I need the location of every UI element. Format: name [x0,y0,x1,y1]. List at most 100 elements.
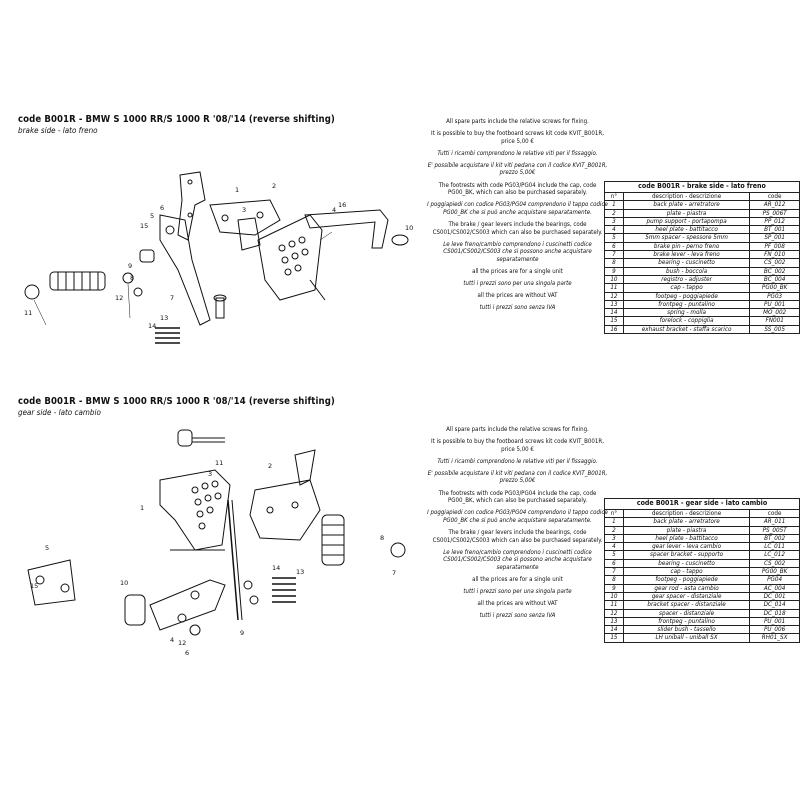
note-text: all the prices are for a single unit [472,267,563,275]
gear-parts-table: code B001R - gear side - lato cambio n° … [604,498,800,643]
part-number: 1 [604,200,624,210]
part-number: 10 [604,274,624,285]
gear-spacer-bracket [27,559,76,606]
note-text: all the prices are without VAT [477,600,558,608]
part-number: 6 [604,241,624,252]
note-text: all the prices are for a single unit [472,575,563,583]
part-description: cap - tappo [622,283,751,293]
brake-table-title: code B001R - brake side - lato freno [604,181,800,193]
gear-heel-plate [159,469,231,551]
col-number-header: n° [604,191,624,202]
gear-spacer-top [177,429,193,447]
part-description: back plate - arretratore [622,200,751,210]
col-code-header: code [749,508,800,519]
part-description: spacer bracket - supporto [622,550,751,560]
part-number: 14 [604,308,624,318]
part-code: AR_011 [749,517,800,527]
gear-footpeg [321,514,345,566]
part-code: FN_010 [749,250,800,260]
part-callout: 7 [392,569,396,577]
part-code: BT_002 [749,533,800,544]
part-callout: 9 [128,262,132,270]
note-text: all the prices are without VAT [477,292,558,300]
part-code: DC_001 [749,591,800,602]
brake-lever [159,214,211,326]
part-callout: 11 [24,309,32,317]
brake-exhaust-bracket [304,209,389,249]
part-callout: 4 [170,636,174,644]
part-code: RH01_SX [749,633,800,643]
part-description: gear spacer - distanziale [622,591,751,602]
part-number: 4 [604,542,624,552]
part-number: 3 [604,216,624,227]
part-code: PG04 [749,575,800,585]
part-number: 7 [604,250,624,260]
part-number: 14 [604,625,624,635]
part-code: AR_012 [749,200,800,210]
part-description: pump support - portapompa [622,216,751,227]
gear-section-subtitle: gear side - lato cambio [18,408,101,417]
part-callout: 13 [160,314,168,322]
part-description: gear lever - leva cambio [622,542,751,552]
note-text: I poggiapiedi con codice PG03/PG04 compr… [427,201,608,216]
part-code: MO_002 [749,308,800,318]
brake-bush [139,249,155,263]
note-text: It is possible to buy the footboard scre… [431,438,604,453]
part-code: BT_001 [749,225,800,235]
gear-rod [227,499,239,621]
part-code: SP_001 [749,233,800,243]
part-code: LC_012 [749,550,800,560]
part-callout: 7 [170,294,174,302]
part-description: heel plate - battitacco [622,533,751,544]
part-callout: 6 [160,204,164,212]
part-callout: 8 [380,534,384,542]
part-description: plate - piastra [622,208,751,218]
part-code: CS_002 [749,558,800,569]
note-text: tutti i prezzi sono senza IVA [479,304,556,312]
part-number: 2 [604,208,624,218]
part-number: 11 [604,600,624,610]
part-description: forelock - coppiglia [622,316,751,326]
part-number: 8 [604,258,624,268]
part-number: 5 [604,233,624,243]
part-number: 3 [604,533,624,544]
part-description: bearing - cuscinetto [622,258,751,268]
part-callout: 16 [338,201,346,209]
part-description: footpeg - poggiapiede [622,575,751,585]
part-callout: 14 [272,564,280,572]
part-callout: 2 [268,462,272,470]
part-code: PG03 [749,291,800,301]
gear-frontpeg [272,577,296,603]
part-number: 13 [604,299,624,310]
part-code: PS_005T [749,525,800,535]
note-text: Le leve freno/cambio comprendono i cusci… [443,240,592,263]
part-code: PG00_BK [749,567,800,577]
part-number: 13 [604,616,624,627]
brake-notes: All spare parts include the relative scr… [425,118,610,316]
part-number: 2 [604,525,624,535]
brake-back-plate [177,171,206,241]
part-number: 16 [604,324,624,335]
part-description: brake lever - leva freno [622,250,751,260]
part-description: bracket spacer - distanziale [622,600,751,610]
brake-bearing [122,272,134,284]
part-description: brake pin - perno freno [622,241,751,252]
part-code: PU_001 [749,616,800,627]
gear-table-title: code B001R - gear side - lato cambio [604,498,800,510]
part-callout: 4 [332,206,336,214]
